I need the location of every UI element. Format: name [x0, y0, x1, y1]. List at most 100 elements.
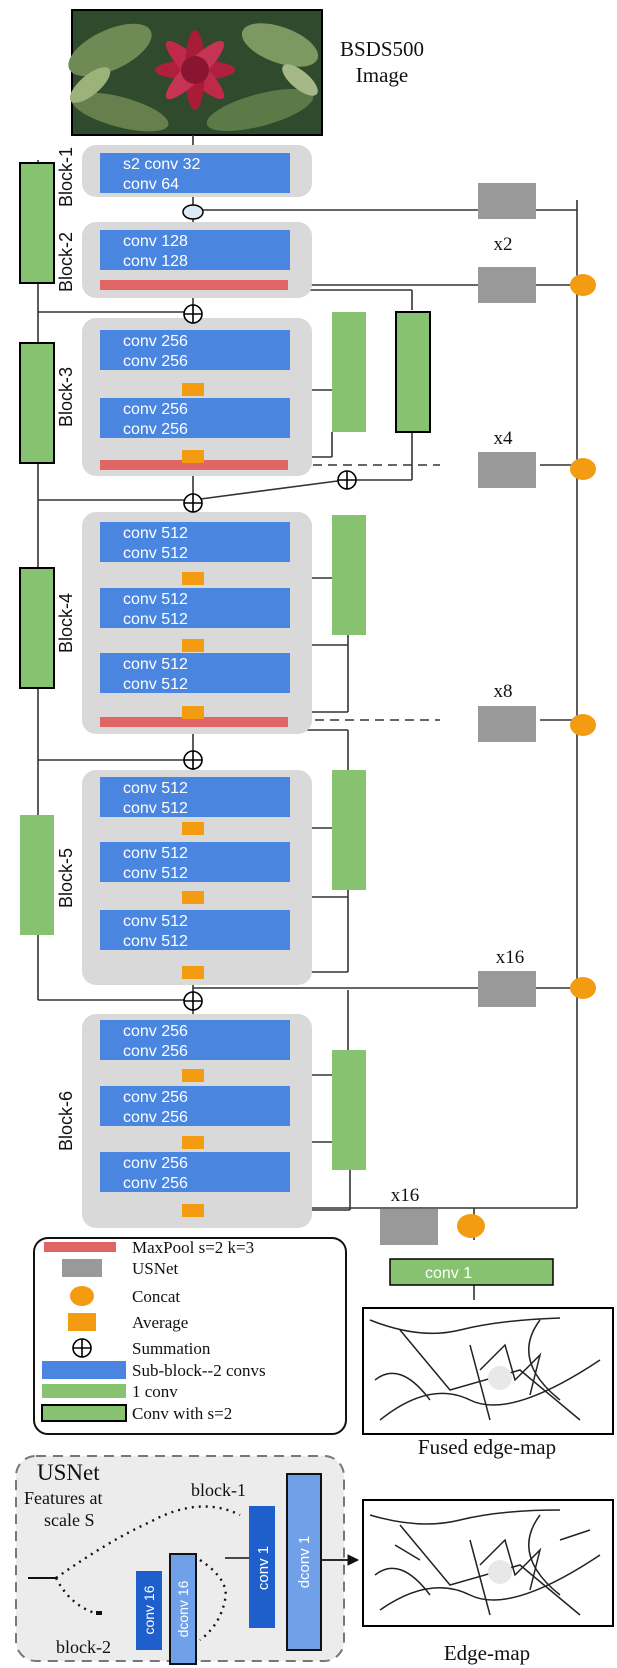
- legend-item-average: Average: [68, 1313, 188, 1332]
- average-node: [182, 1069, 204, 1082]
- usnet-box-6: [380, 1209, 438, 1245]
- block-label: Block-2: [56, 232, 76, 292]
- conv-layer-label: conv 256: [123, 1089, 188, 1106]
- subblock-icon: [42, 1361, 126, 1379]
- usnet-box-4: [478, 706, 536, 742]
- legend-label: MaxPool s=2 k=3: [132, 1238, 254, 1257]
- fuse-conv-box: [389, 1258, 554, 1286]
- sub-block: [100, 398, 290, 438]
- sum-node: [183, 304, 203, 324]
- concat-node: [570, 274, 596, 296]
- usnet-boxes: [380, 183, 536, 1245]
- usnet-conv16-box: [136, 1571, 162, 1650]
- sub-block: [100, 588, 290, 628]
- conv1-icon: [42, 1384, 126, 1398]
- convs2-icon: [41, 1404, 127, 1422]
- usnet-dconv1-box: [286, 1473, 322, 1651]
- concat-nodes: [457, 274, 596, 1238]
- scale-label-x16-b: x16: [391, 1185, 420, 1206]
- conv1-side-block6: [332, 1050, 366, 1170]
- conv-layer-label: conv 256: [123, 1023, 188, 1040]
- conv-layer-label: conv 128: [123, 253, 188, 270]
- sub-block: [100, 153, 290, 193]
- edge-map: [362, 1499, 614, 1627]
- usnet-dconv16-box: [169, 1553, 197, 1665]
- sub-block: [100, 330, 290, 370]
- legend-label: Concat: [132, 1287, 180, 1306]
- usnet-paths: [28, 1505, 360, 1641]
- input-image: [68, 9, 323, 136]
- scale-label-x16: x16: [496, 947, 525, 968]
- scale-label-x8: x8: [494, 681, 513, 702]
- concat-node: [570, 714, 596, 736]
- block-label: Block-3: [56, 367, 76, 427]
- conv1-left-5: [20, 815, 54, 935]
- legend-items: MaxPool s=2 k=3USNetConcatAverageSummati…: [41, 1238, 266, 1423]
- usnet-dconv16-label: dconv 16: [175, 1580, 191, 1637]
- average-node: [182, 572, 204, 585]
- block-5: Block-5 conv 512 conv 512 conv 512 conv 512 c…: [56, 770, 312, 985]
- conv-layer-label: s2 conv 32: [123, 156, 200, 173]
- sum-node: [183, 991, 203, 1011]
- sub-block: [100, 653, 290, 693]
- conv-layer-label: conv 512: [123, 845, 188, 862]
- usnet-conv1-box: [249, 1506, 275, 1628]
- legend-item-convs2: Conv with s=2: [41, 1404, 232, 1423]
- legend-label: USNet: [132, 1259, 179, 1278]
- legend-label: Average: [132, 1313, 188, 1332]
- legend-item-conv1: 1 conv: [42, 1382, 178, 1401]
- usnet-dconv1-label: dconv 1: [296, 1536, 313, 1589]
- block-label: Block-4: [56, 593, 76, 653]
- stride-conv-3: [19, 567, 55, 689]
- conv-layer-label: conv 512: [123, 780, 188, 797]
- edge-map-label: Edge-map: [444, 1641, 530, 1665]
- sub-block: [100, 910, 290, 950]
- sub-block: [100, 230, 290, 270]
- fused-edge-map: [362, 1307, 614, 1435]
- conv-layer-label: conv 512: [123, 933, 188, 950]
- legend-item-subblock: Sub-block--2 convs: [42, 1361, 266, 1380]
- conv-layer-label: conv 512: [123, 656, 188, 673]
- legend-label: 1 conv: [132, 1382, 178, 1401]
- conv-layer-label: conv 512: [123, 545, 188, 562]
- fuse-conv-label: conv 1: [425, 1265, 472, 1282]
- usnet-block1-label: block-1: [191, 1480, 246, 1500]
- flower-shape: [155, 30, 235, 110]
- maxpool-bar: [100, 460, 288, 470]
- input-title-line1: BSDS500: [340, 37, 424, 61]
- conv-layer-label: conv 256: [123, 1109, 188, 1126]
- average-node: [182, 891, 204, 904]
- conv-layer-label: conv 256: [123, 1043, 188, 1060]
- conv-layer-label: conv 512: [123, 865, 188, 882]
- average-node: [182, 383, 204, 396]
- stride-conv-1: [19, 162, 55, 284]
- maxpool-bar: [100, 280, 288, 290]
- conv-layer-label: conv 64: [123, 176, 179, 193]
- legend-item-sum: Summation: [72, 1338, 211, 1358]
- block-label: Block-5: [56, 848, 76, 908]
- average-node: [182, 1136, 204, 1149]
- conv1-side-block3: [332, 312, 366, 432]
- conv-layer-label: conv 512: [123, 800, 188, 817]
- concat-icon: [70, 1286, 94, 1306]
- conv-layer-label: conv 512: [123, 913, 188, 930]
- usnet-box-1: [478, 183, 536, 219]
- usnet-box-2: [478, 267, 536, 303]
- sub-block: [100, 1020, 290, 1060]
- summation-nodes: [182, 204, 357, 1011]
- block-label: Block-6: [56, 1091, 76, 1151]
- sum-node: [337, 470, 357, 490]
- fused-edge-map-label: Fused edge-map: [418, 1435, 556, 1459]
- legend-item-usnet: USNet: [62, 1259, 179, 1278]
- conv-layer-label: conv 256: [123, 333, 188, 350]
- usnet-box-3: [478, 452, 536, 488]
- concat-node: [570, 977, 596, 999]
- left-stride-convs: [19, 162, 55, 935]
- usnet-title: USNet: [37, 1460, 100, 1485]
- legend-item-concat: Concat: [70, 1286, 180, 1306]
